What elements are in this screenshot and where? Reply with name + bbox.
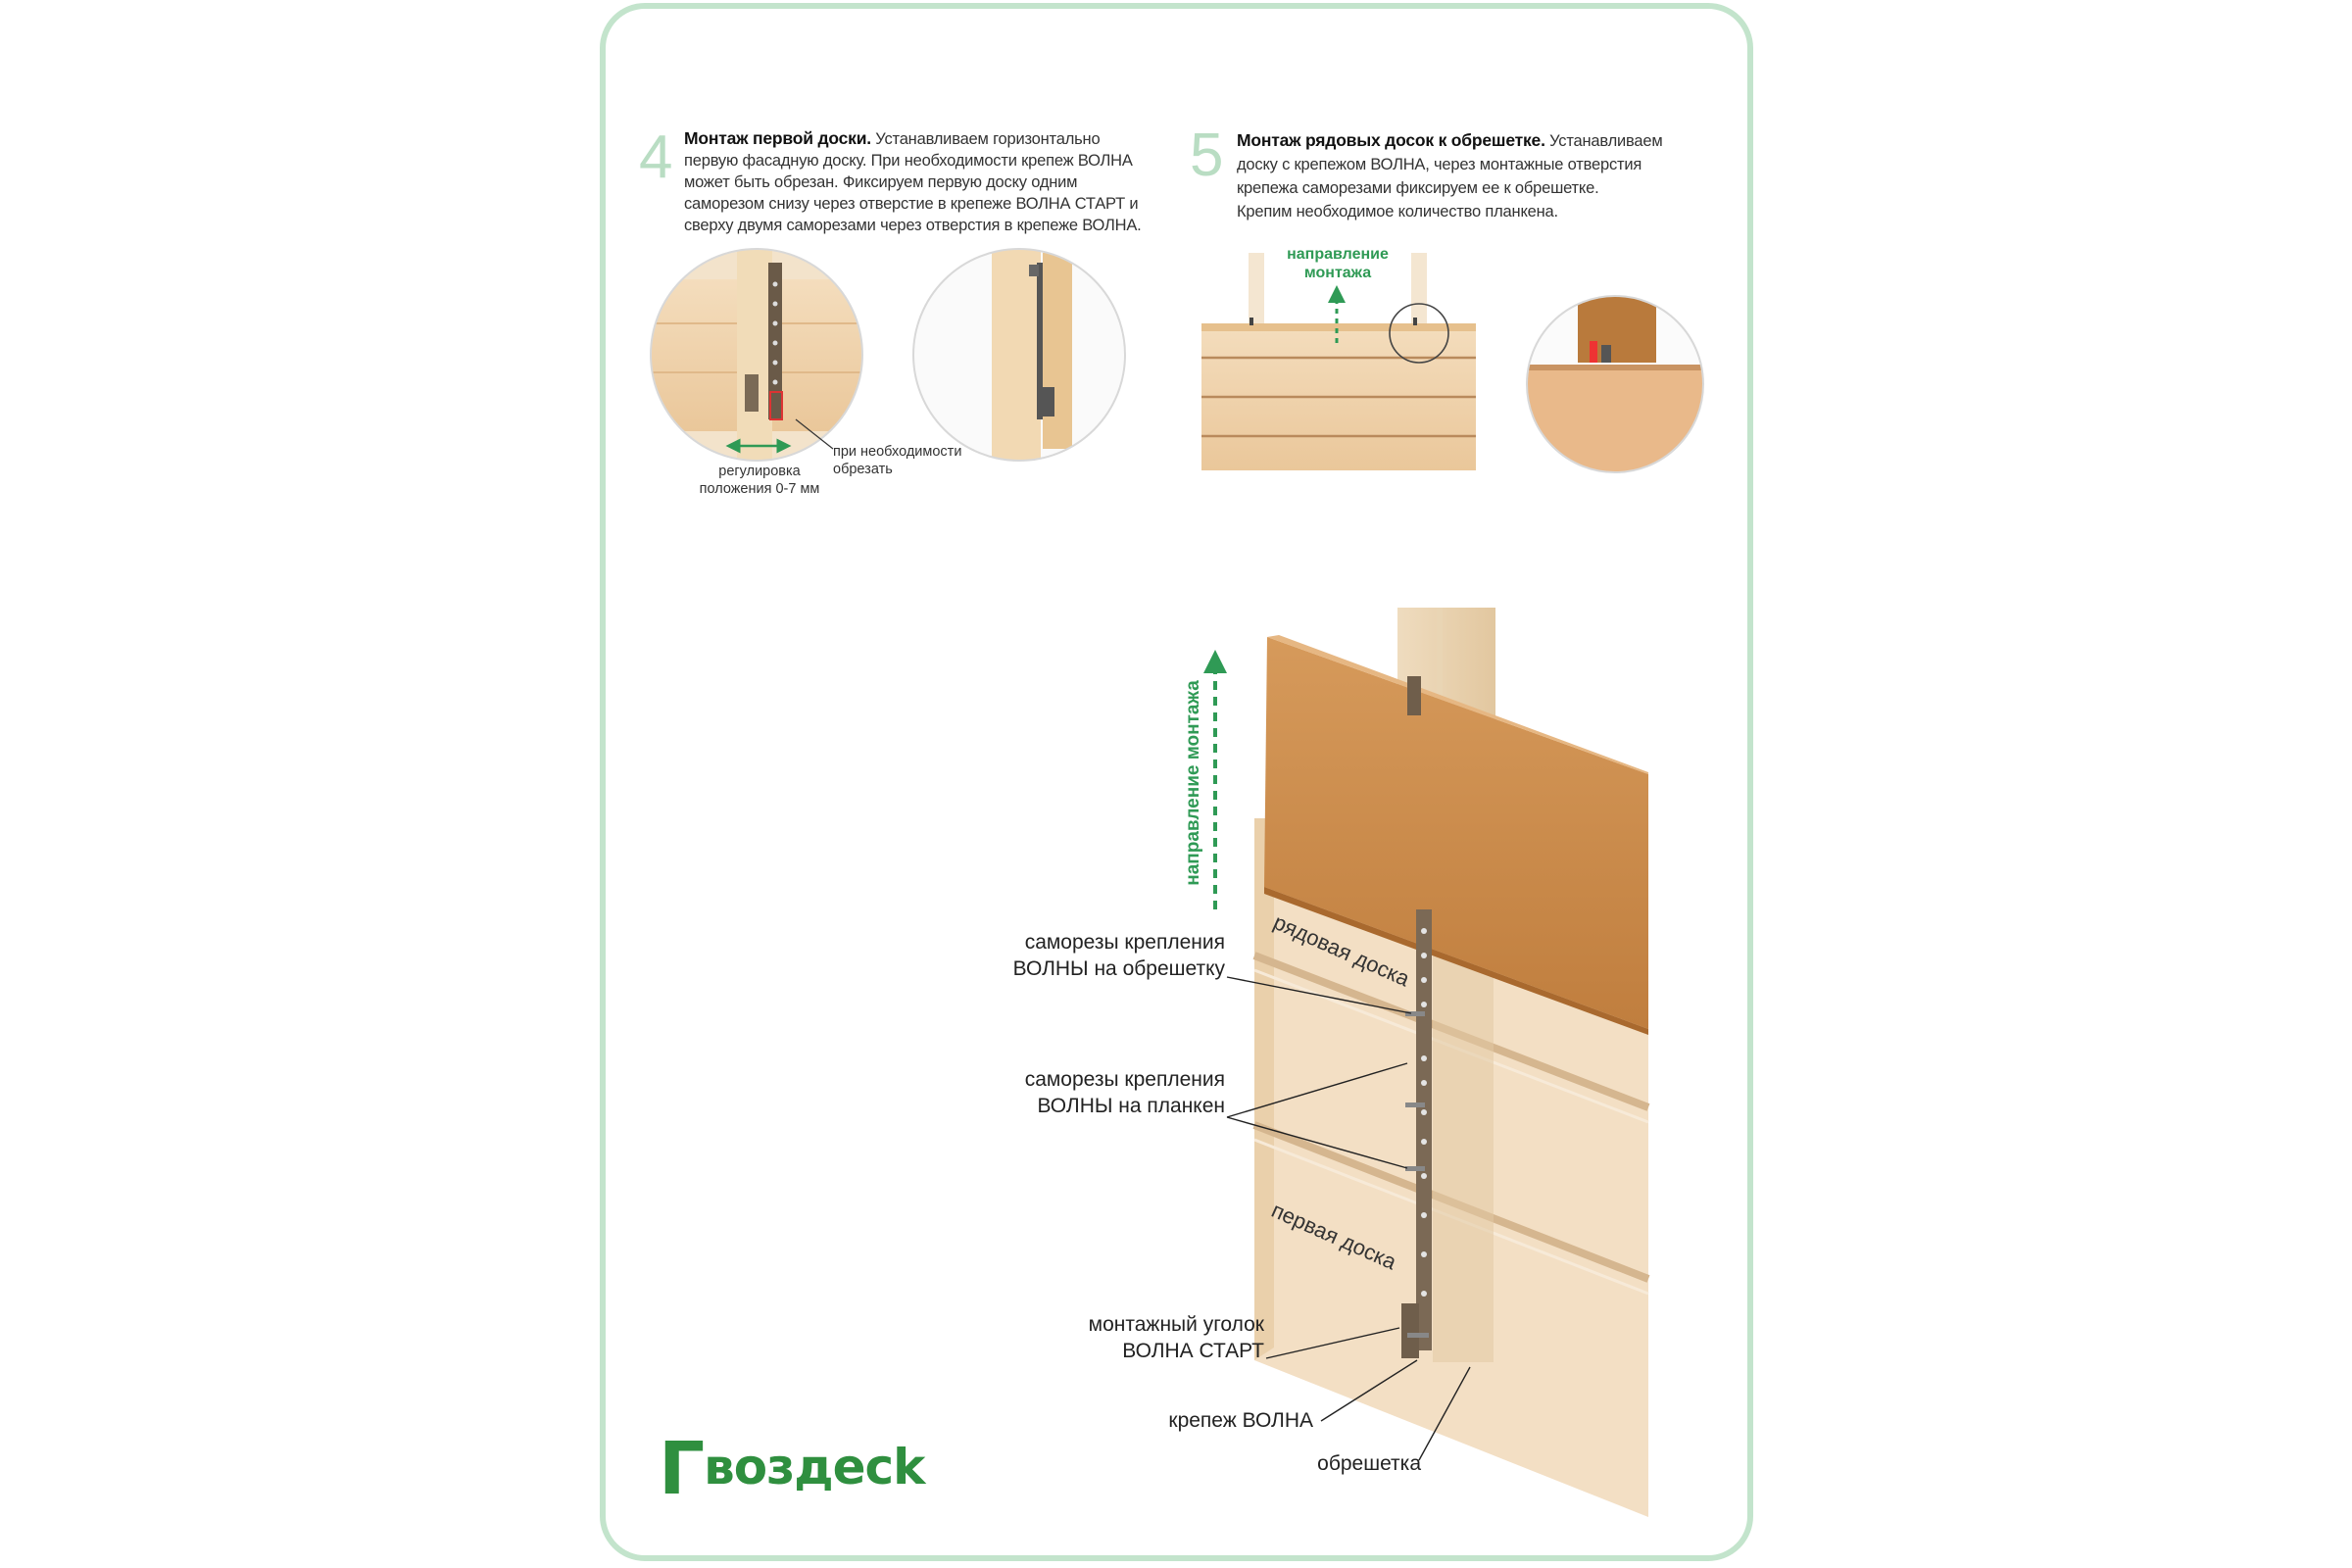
step-5-direction-label: направление монтажа	[1274, 245, 1401, 282]
step-4-detail-front	[650, 248, 863, 462]
callout-corner-line-1: монтажный уголок	[1088, 1313, 1264, 1336]
step-5-line-0: Устанавливаем	[1544, 132, 1663, 150]
step-5-lead: Монтаж рядовых досок к обрешетке.	[1237, 130, 1545, 150]
step-5-direction-line-1: направление	[1287, 246, 1389, 263]
step-4-number: 4	[639, 123, 673, 191]
callout-batten: обрешетка	[1317, 1452, 1421, 1475]
step-4-line-0: Устанавливаем горизонтально	[870, 130, 1101, 148]
logo-text: воздеck	[704, 1439, 925, 1495]
adjust-label: регулировка положения 0-7 мм	[686, 463, 833, 498]
callout-corner: монтажный уголок ВОЛНА СТАРТ	[1019, 1311, 1264, 1364]
step-4-line-4: сверху двумя саморезами через отверстия …	[684, 217, 1142, 234]
step-4-line-3: саморезом снизу через отверстие в крепеж…	[684, 195, 1139, 213]
trim-label-line-2: обрезать	[833, 462, 893, 477]
trim-label: при необходимости обрезать	[833, 443, 970, 478]
step-4-lead: Монтаж первой доски.	[684, 128, 871, 148]
step-5-line-1: доску с крепежом ВОЛНА, через монтажные …	[1237, 156, 1642, 173]
callout-screws-batten: саморезы крепления ВОЛНЫ на обрешетку	[980, 929, 1225, 982]
step-5-line-2: крепежа саморезами фиксируем ее к обреше…	[1237, 179, 1599, 197]
step-5-direction-line-2: монтажа	[1303, 265, 1372, 281]
callout-screws-batten-line-1: саморезы крепления	[1024, 931, 1225, 954]
step-5-number: 5	[1190, 122, 1224, 189]
callout-screws-plank: саморезы крепления ВОЛНЫ на планкен	[980, 1066, 1225, 1119]
callout-corner-line-2: ВОЛНА СТАРТ	[1122, 1340, 1264, 1362]
adjust-label-line-2: положения 0-7 мм	[699, 481, 820, 497]
step-4-detail-side	[912, 248, 1126, 462]
step-5-text: Монтаж рядовых досок к обрешетке. Устана…	[1237, 128, 1746, 223]
step-5-board-front	[1201, 253, 1476, 470]
callout-fastener: крепеж ВОЛНА	[1168, 1409, 1313, 1432]
brand-logo: Гвоздеck	[659, 1433, 925, 1505]
main-facade-diagram	[1203, 608, 1650, 1517]
step-4-line-2: может быть обрезан. Фиксируем первую дос…	[684, 173, 1078, 191]
step-4-text: Монтаж первой доски. Устанавливаем гориз…	[684, 127, 1154, 236]
logo-mark: Г	[659, 1427, 705, 1511]
callout-screws-plank-line-2: ВОЛНЫ на планкен	[1037, 1095, 1226, 1117]
step-5-line-3: Крепим необходимое количество планкена.	[1237, 203, 1558, 220]
main-direction-label: направление монтажа	[1183, 680, 1203, 886]
callout-screws-plank-line-1: саморезы крепления	[1024, 1068, 1225, 1091]
trim-label-line-1: при необходимости	[833, 444, 962, 460]
callout-screws-batten-line-2: ВОЛНЫ на обрешетку	[1012, 957, 1225, 980]
step-5-detail-zoom	[1526, 295, 1704, 473]
step-4-line-1: первую фасадную доску. При необходимости…	[684, 152, 1133, 170]
adjust-label-line-1: регулировка	[718, 464, 801, 479]
